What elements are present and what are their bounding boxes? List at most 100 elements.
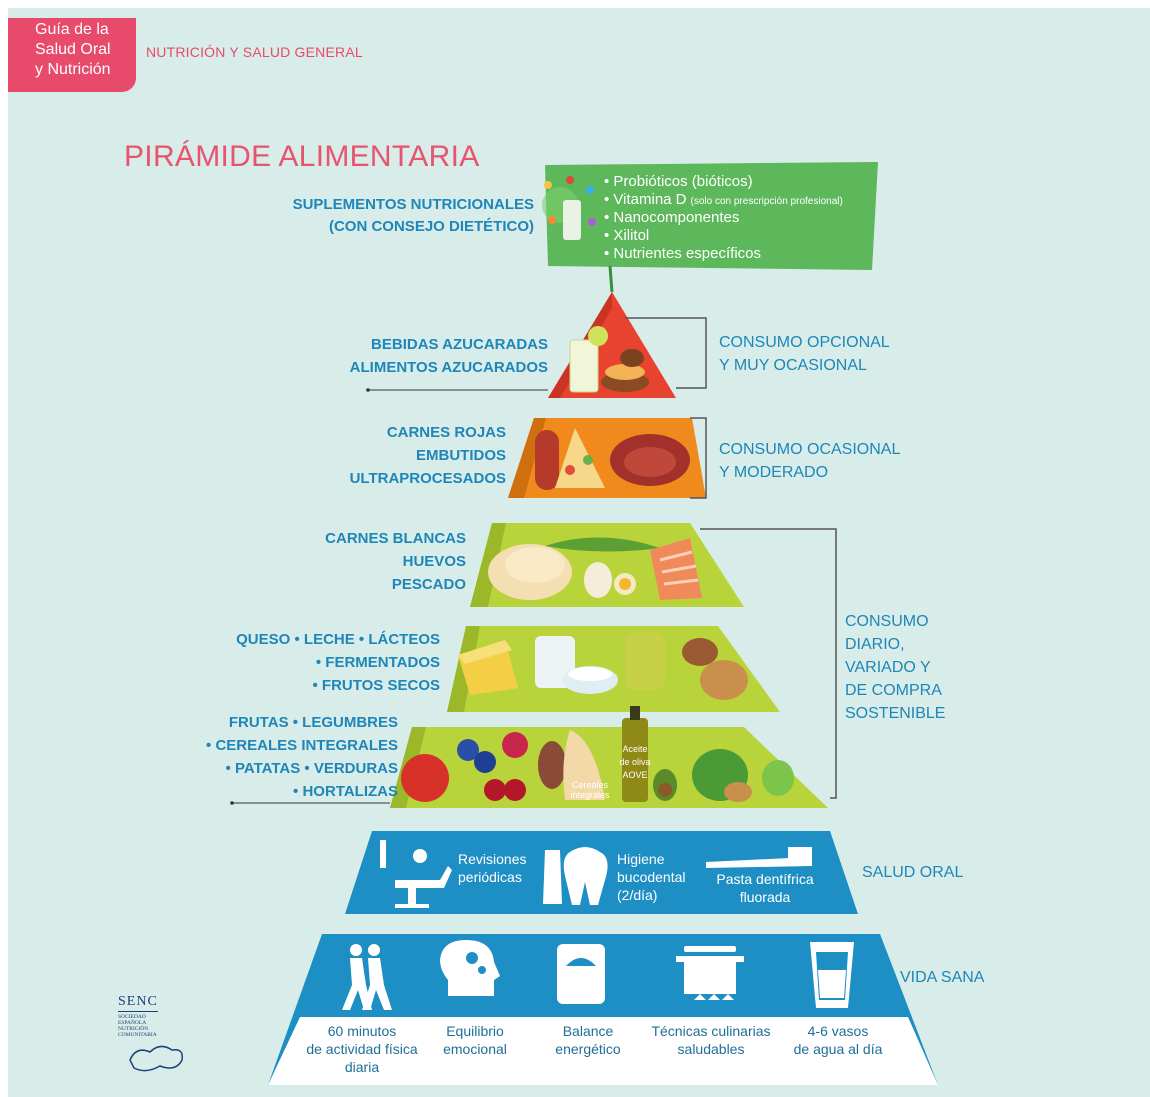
life-item-activity-line1: 60 minutos: [328, 1023, 396, 1039]
tier-label-plants: FRUTAS • LEGUMBRES • CEREALES INTEGRALES…: [196, 711, 398, 803]
optional-line1: CONSUMO OPCIONAL: [719, 334, 890, 351]
senc-sub-line1: SOCIEDAD: [118, 1014, 146, 1020]
tier-protein: [470, 523, 744, 607]
occasional-line2: Y MODERADO: [719, 464, 829, 481]
senc-sub-line2: ESPAÑOLA: [118, 1020, 147, 1026]
section-label[interactable]: NUTRICIÓN Y SALUD GENERAL: [146, 44, 363, 60]
guide-title-line1: Guía de la: [35, 21, 109, 38]
supplement-item: • Nutrientes específicos: [604, 245, 761, 262]
dairy-label-line3: • FRUTOS SECOS: [312, 677, 441, 694]
supplement-item: • Xilitol: [604, 227, 649, 244]
life-item-emotional-line1: Equilibrio: [446, 1023, 504, 1039]
dairy-label-line2: • FERMENTADOS: [315, 654, 440, 671]
supplements-list: • Probióticos (bióticos) • Vitamina D(so…: [604, 173, 843, 262]
senc-logo: SENC SOCIEDAD ESPAÑOLA NUTRICIÓN COMUNIT…: [118, 992, 188, 1038]
plants-label-line3: • PATATAS • VERDURAS: [225, 760, 398, 777]
occasional-line1: CONSUMO OCASIONAL: [719, 441, 901, 458]
senc-logo-mark: [129, 1045, 184, 1072]
plants-label-line1: FRUTAS • LEGUMBRES: [228, 714, 398, 731]
meats-label-line1: CARNES ROJAS: [386, 424, 506, 441]
water-glass-icon: [810, 942, 854, 1008]
bracket-optional: [625, 317, 707, 389]
plants-label-line2: • CEREALES INTEGRALES: [206, 737, 398, 754]
supplement-item: • Probióticos (bióticos): [604, 173, 753, 190]
oral-item-checkups-line2: periódicas: [458, 869, 522, 885]
tooth-icon: [543, 847, 608, 905]
guide-title-line3: y Nutrición: [35, 61, 111, 78]
tier-healthy-life: [268, 934, 938, 1085]
cereals-label-line2: integrales: [570, 790, 610, 800]
oral-health-label: SALUD ORAL: [862, 864, 964, 881]
senc-sub-line3: NUTRICIÓN: [118, 1026, 149, 1032]
oral-item-toothpaste-line1: Pasta dentífrica: [716, 871, 813, 887]
consumption-optional: CONSUMO OPCIONAL Y MUY OCASIONAL: [719, 331, 890, 377]
tier-label-sugary: BEBIDAS AZUCARADAS ALIMENTOS AZUCARADOS: [320, 333, 548, 379]
tier-label-dairy: QUESO • LECHE • LÁCTEOS • FERMENTADOS • …: [230, 628, 440, 697]
life-item-water-line2: de agua al día: [794, 1041, 883, 1057]
senc-sub-line4: COMUNITARIA: [118, 1032, 157, 1038]
supplement-item: • Vitamina D(solo con prescripción profe…: [604, 191, 843, 208]
healthy-life-items: 60 minutos de actividad física diaria Eq…: [306, 1023, 882, 1075]
tier-meats: [508, 418, 706, 498]
supplements-banner: [542, 162, 878, 270]
sugary-pointer-dot: [366, 388, 370, 392]
life-item-balance-line1: Balance: [563, 1023, 614, 1039]
optional-line2: Y MUY OCASIONAL: [719, 357, 867, 374]
daily-line2: DIARIO,: [845, 636, 905, 653]
protein-label-line3: PESCADO: [391, 576, 466, 593]
oral-item-hygiene-line2: bucodental: [617, 869, 686, 885]
daily-line3: VARIADO Y: [845, 659, 931, 676]
oral-item-hygiene-line1: Higiene: [617, 851, 665, 867]
sugary-label-line2: ALIMENTOS AZUCARADOS: [349, 359, 548, 376]
life-item-cooking-line2: saludables: [678, 1041, 745, 1057]
oil-label-line1: Aceite: [622, 744, 647, 754]
tier-sugary: [548, 292, 676, 398]
tier-oral-health: [345, 831, 858, 914]
bracket-occasional: [690, 417, 707, 499]
guide-title-line2: Salud Oral: [35, 41, 111, 58]
page-title: PIRÁMIDE ALIMENTARIA: [124, 140, 480, 173]
life-item-balance-line2: energético: [555, 1041, 621, 1057]
daily-line1: CONSUMO: [845, 613, 929, 630]
life-item-emotional-line2: emocional: [443, 1041, 507, 1057]
supplements-label-line2: (CON CONSEJO DIETÉTICO): [328, 218, 534, 235]
oil-label-line2: de oliva: [619, 757, 650, 767]
sugary-label-line1: BEBIDAS AZUCARADAS: [371, 336, 548, 353]
plants-pointer-dot: [230, 801, 234, 805]
tier-dairy: [447, 626, 780, 712]
guide-badge[interactable]: Guía de la Salud Oral y Nutrición: [8, 18, 136, 92]
cooking-pot-icon: [676, 946, 744, 1000]
life-item-activity-line2: de actividad física: [306, 1041, 417, 1057]
oral-item-checkups-line1: Revisiones: [458, 851, 526, 867]
tier-label-protein: CARNES BLANCAS HUEVOS PESCADO: [300, 527, 466, 596]
dairy-label-line1: QUESO • LECHE • LÁCTEOS: [236, 631, 440, 648]
oral-item-hygiene-line3: (2/día): [617, 887, 657, 903]
head-gears-icon: [440, 940, 500, 996]
meats-label-line2: EMBUTIDOS: [416, 447, 506, 464]
supplements-connector: [608, 265, 614, 293]
tier-label-meats: CARNES ROJAS EMBUTIDOS ULTRAPROCESADOS: [330, 421, 506, 490]
life-item-activity-line3: diaria: [345, 1059, 379, 1075]
life-item-water-line1: 4-6 vasos: [808, 1023, 869, 1039]
supplement-item: • Nanocomponentes: [604, 209, 739, 226]
cereals-label-line1: Cereales: [572, 780, 609, 790]
supplements-label-line1: SUPLEMENTOS NUTRICIONALES: [292, 196, 534, 213]
consumption-occasional: CONSUMO OCASIONAL Y MODERADO: [719, 438, 900, 484]
senc-logo-name: SENC: [118, 994, 158, 1012]
consumption-daily: CONSUMO DIARIO, VARIADO Y DE COMPRA SOST…: [845, 610, 945, 725]
protein-label-line1: CARNES BLANCAS: [325, 530, 466, 547]
protein-label-line2: HUEVOS: [402, 553, 466, 570]
toothbrush-icon: [706, 847, 812, 868]
scale-icon: [557, 944, 605, 1004]
oil-label-line3: AOVE: [622, 770, 647, 780]
dentist-chair-icon: [380, 840, 452, 908]
walking-people-icon: [342, 944, 392, 1010]
healthy-life-label: VIDA SANA: [900, 969, 985, 986]
bracket-daily: [700, 528, 837, 799]
senc-logo-subtitle: SOCIEDAD ESPAÑOLA NUTRICIÓN COMUNITARIA: [118, 1014, 188, 1038]
top-stripe: [0, 0, 1150, 8]
life-item-cooking-line1: Técnicas culinarias: [651, 1023, 770, 1039]
oral-item-toothpaste-line2: fluorada: [740, 889, 791, 905]
